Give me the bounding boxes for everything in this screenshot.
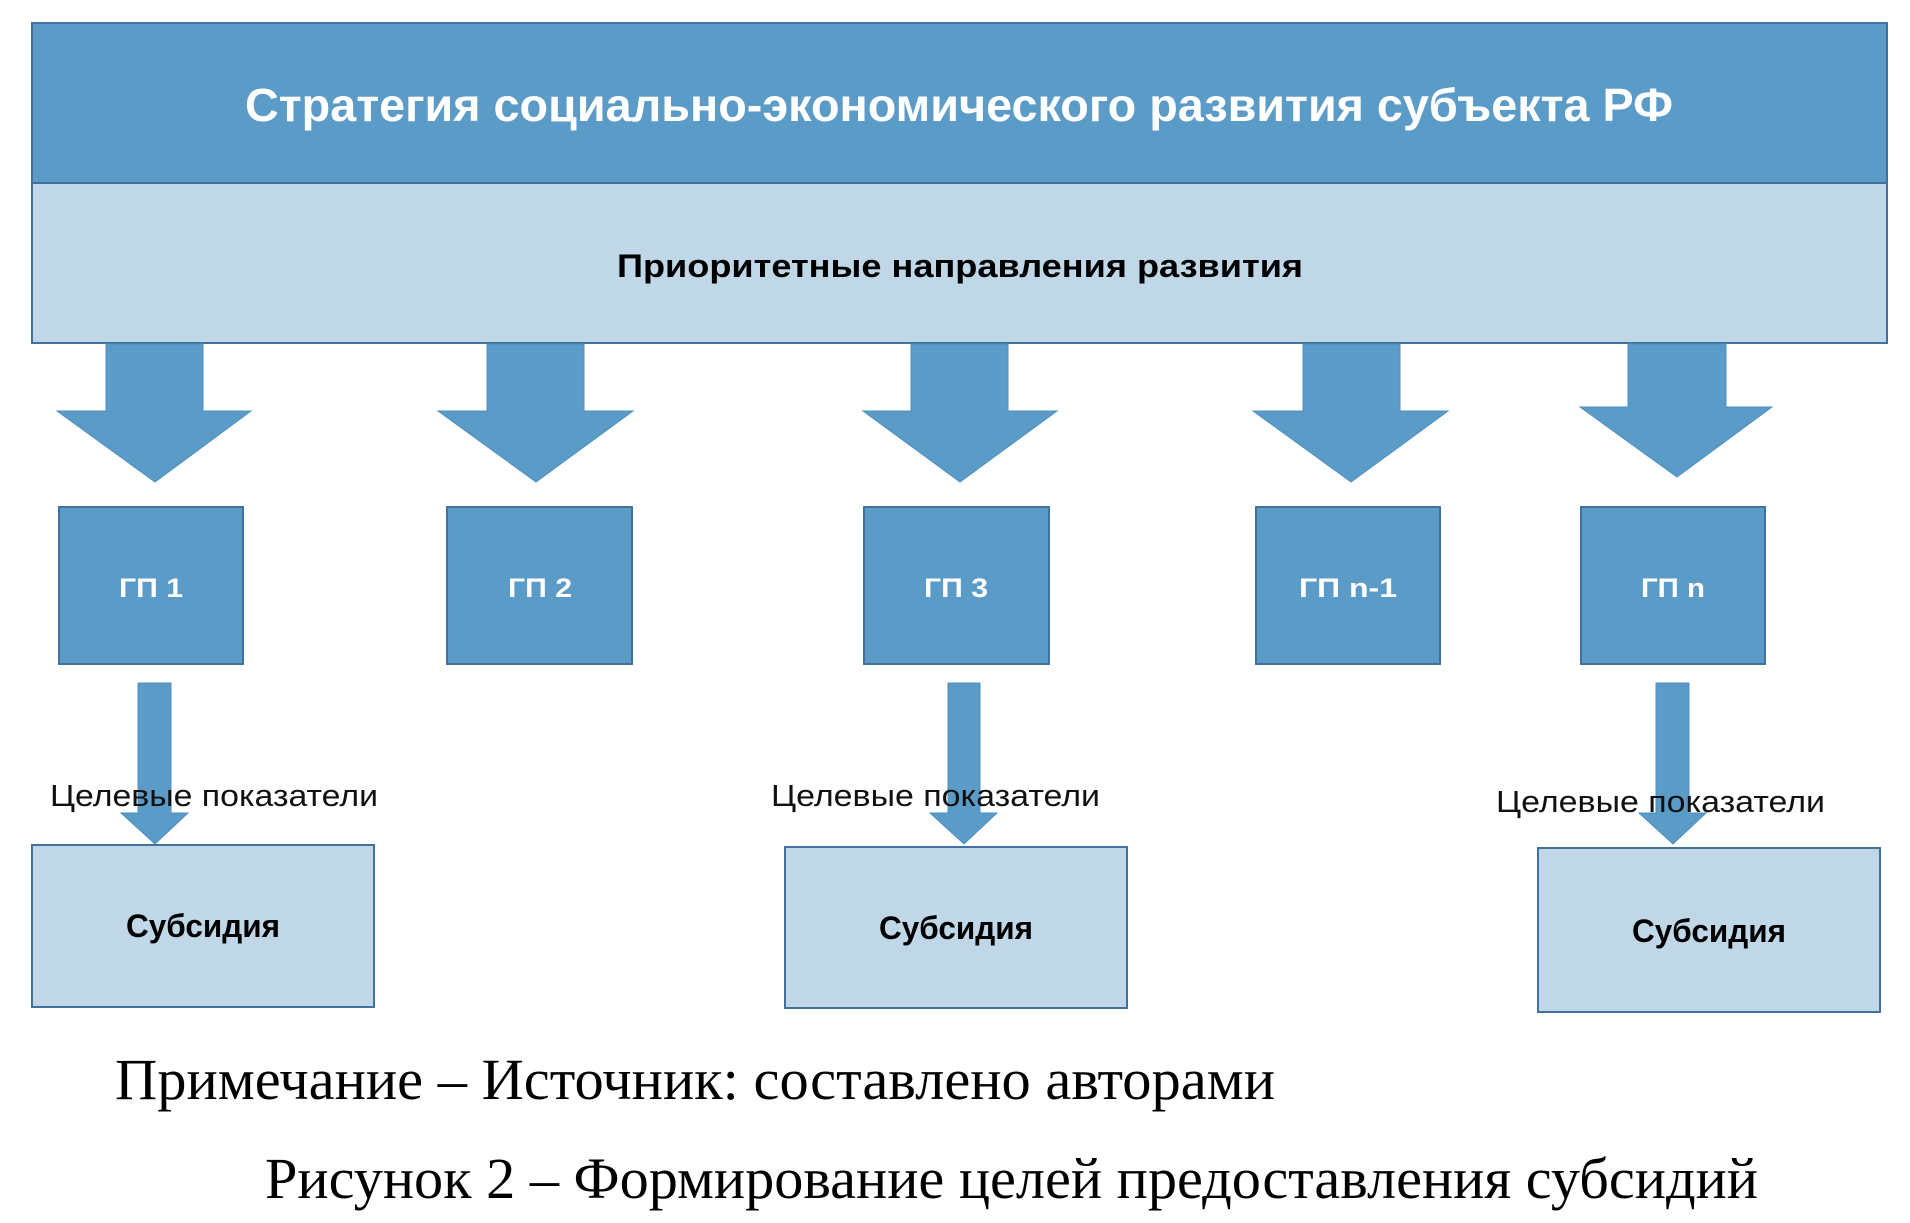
priorities-box (31, 182, 1888, 344)
subsidy-box-n: Субсидия (1537, 847, 1881, 1013)
program-boxes: ГП 1 ГП 2 ГП 3 ГП n-1 ГП n (58, 506, 1766, 665)
arrow-down-icon (1251, 343, 1450, 483)
program-label: ГП n-1 (1299, 573, 1397, 603)
target-indicators-label: Целевые показатели (771, 778, 1100, 813)
priorities-block: Приоритетные направления развития (31, 182, 1888, 344)
subsidy-arrows (119, 682, 1708, 845)
arrow-down-icon (119, 682, 190, 845)
target-indicators-label: Целевые показатели (50, 778, 378, 813)
source-note: Примечание – Источник: составлено автора… (115, 1047, 1275, 1112)
program-arrows (55, 343, 1774, 483)
subsidy-boxes: Субсидия Субсидия Субсидия (31, 844, 1881, 1013)
arrow-down-icon (55, 343, 253, 483)
subsidy-label: Субсидия (879, 910, 1033, 946)
arrow-down-icon (436, 343, 635, 483)
subsidy-box-3: Субсидия (784, 846, 1128, 1009)
program-box-n-1: ГП n-1 (1255, 506, 1441, 665)
subsidy-box-1: Субсидия (31, 844, 375, 1008)
program-box-n: ГП n (1580, 506, 1766, 665)
subsidy-label: Субсидия (1632, 913, 1786, 949)
strategy-title: Стратегия социально-экономического разви… (245, 79, 1673, 131)
subsidy-label: Субсидия (126, 908, 280, 944)
program-label: ГП 2 (508, 573, 572, 603)
program-label: ГП 3 (924, 573, 988, 603)
strategy-block: Стратегия социально-экономического разви… (31, 22, 1888, 184)
arrow-down-icon (1637, 682, 1708, 845)
program-box-1: ГП 1 (58, 506, 244, 665)
strategy-box (31, 22, 1888, 184)
priorities-title: Приоритетные направления развития (617, 248, 1303, 284)
arrow-down-icon (928, 682, 999, 845)
program-label: ГП n (1641, 573, 1705, 603)
indicator-labels: Целевые показатели Целевые показатели Це… (50, 778, 1825, 819)
figure-caption: Рисунок 2 – Формирование целей предостав… (265, 1146, 1758, 1211)
program-box-2: ГП 2 (446, 506, 633, 665)
program-label: ГП 1 (119, 573, 183, 603)
target-indicators-label: Целевые показатели (1496, 784, 1825, 819)
program-box-3: ГП 3 (863, 506, 1050, 665)
arrow-down-icon (861, 343, 1059, 483)
arrow-down-icon (1578, 343, 1774, 478)
